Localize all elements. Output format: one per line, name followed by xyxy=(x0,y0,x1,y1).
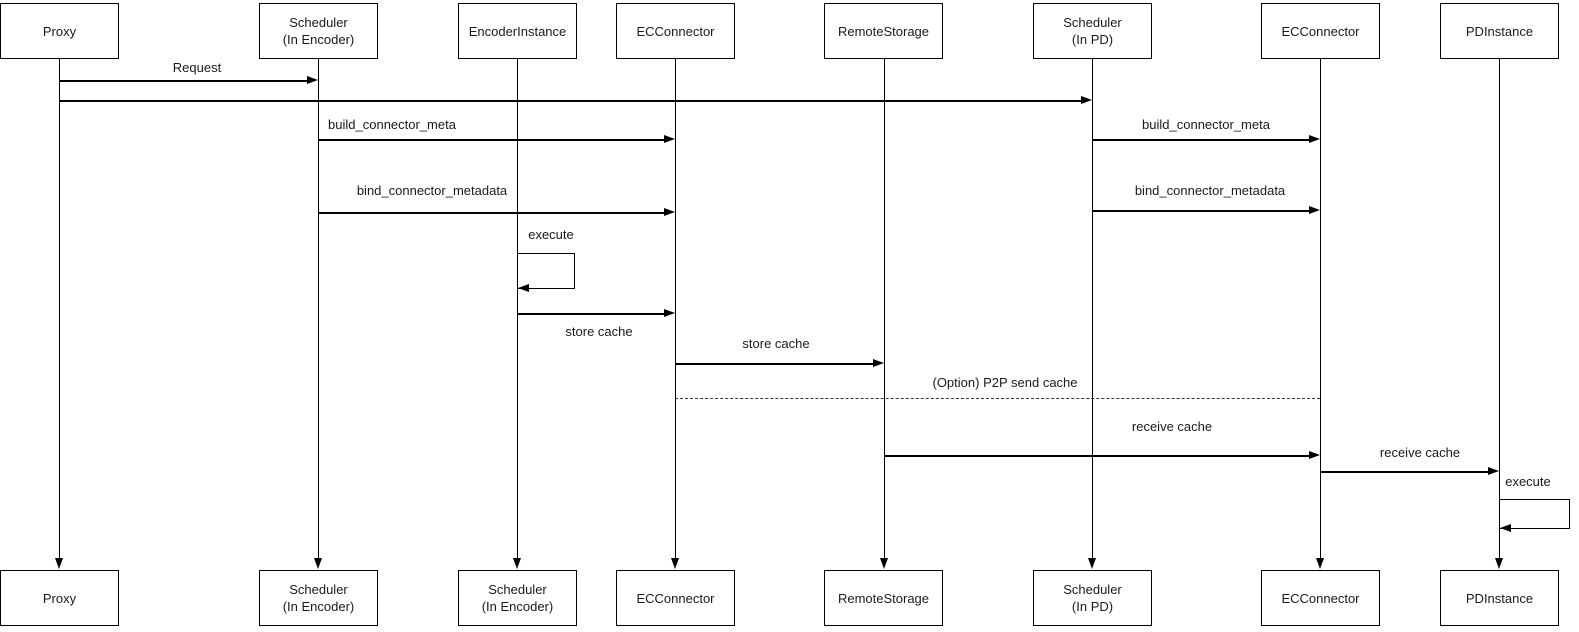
message-line xyxy=(318,212,666,214)
message-label: bind_connector_metadata xyxy=(1132,183,1288,198)
message-line xyxy=(318,139,666,141)
message-line-dashed xyxy=(675,398,1320,399)
actor-top-ecconnector-pd: ECConnector xyxy=(1261,3,1380,59)
arrowhead-right-icon xyxy=(664,135,675,143)
self-loop-line xyxy=(1500,499,1570,529)
self-loop-line xyxy=(518,253,575,289)
actor-bottom-remote-storage: RemoteStorage xyxy=(824,570,943,626)
message-label: bind_connector_metadata xyxy=(354,183,510,198)
message-label: store cache xyxy=(563,324,635,339)
lifeline-scheduler-encoder xyxy=(318,59,319,560)
lifeline-ecconnector-enc xyxy=(675,59,676,560)
actor-bottom-pd-instance: PDInstance xyxy=(1440,570,1559,626)
actor-top-pd-instance: PDInstance xyxy=(1440,3,1559,59)
message-label: build_connector_meta xyxy=(1140,117,1272,132)
lifeline-end-arrow-icon xyxy=(513,558,521,569)
lifeline-scheduler-pd xyxy=(1092,59,1093,560)
actor-top-scheduler-pd: Scheduler (In PD) xyxy=(1033,3,1152,59)
actor-top-ecconnector-enc: ECConnector xyxy=(616,3,735,59)
lifeline-proxy xyxy=(59,59,60,560)
arrowhead-right-icon xyxy=(664,208,675,216)
lifeline-end-arrow-icon xyxy=(314,558,322,569)
message-label: Request xyxy=(170,60,224,75)
lifeline-end-arrow-icon xyxy=(880,558,888,569)
lifeline-remote-storage xyxy=(884,59,885,560)
message-line xyxy=(59,80,309,82)
message-line xyxy=(675,363,875,365)
message-label: receive cache xyxy=(1377,445,1463,460)
arrowhead-right-icon xyxy=(873,359,884,367)
actor-bottom-ecconnector-pd: ECConnector xyxy=(1261,570,1380,626)
actor-bottom-ecconnector-enc: ECConnector xyxy=(616,570,735,626)
actor-top-remote-storage: RemoteStorage xyxy=(824,3,943,59)
message-label: receive cache xyxy=(1129,419,1215,434)
message-label: (Option) P2P send cache xyxy=(930,375,1080,390)
lifeline-end-arrow-icon xyxy=(671,558,679,569)
message-line xyxy=(517,313,666,315)
arrowhead-right-icon xyxy=(1309,451,1320,459)
arrowhead-left-icon xyxy=(1500,524,1511,532)
message-label: build_connector_meta xyxy=(326,117,458,132)
arrowhead-right-icon xyxy=(664,309,675,317)
actor-bottom-scheduler-encoder: Scheduler (In Encoder) xyxy=(259,570,378,626)
actor-top-proxy: Proxy xyxy=(0,3,119,59)
message-label: execute xyxy=(526,227,576,242)
message-line xyxy=(59,100,1083,102)
arrowhead-left-icon xyxy=(518,284,529,292)
message-line xyxy=(1092,139,1311,141)
lifeline-encoder-instance xyxy=(517,59,518,560)
message-line xyxy=(1320,471,1490,473)
actor-top-scheduler-encoder: Scheduler (In Encoder) xyxy=(259,3,378,59)
arrowhead-right-icon xyxy=(1081,96,1092,104)
message-line xyxy=(884,455,1311,457)
arrowhead-right-icon xyxy=(1488,467,1499,475)
actor-bottom-encoder-instance: Scheduler (In Encoder) xyxy=(458,570,577,626)
arrowhead-right-icon xyxy=(1309,135,1320,143)
arrowhead-right-icon xyxy=(307,76,318,84)
message-line xyxy=(1092,210,1311,212)
lifeline-ecconnector-pd xyxy=(1320,59,1321,560)
actor-bottom-scheduler-pd: Scheduler (In PD) xyxy=(1033,570,1152,626)
actor-bottom-proxy: Proxy xyxy=(0,570,119,626)
arrowhead-right-icon xyxy=(1309,206,1320,214)
lifeline-end-arrow-icon xyxy=(1495,558,1503,569)
lifeline-end-arrow-icon xyxy=(1316,558,1324,569)
lifeline-pd-instance xyxy=(1499,59,1500,560)
lifeline-end-arrow-icon xyxy=(1088,558,1096,569)
message-label: store cache xyxy=(740,336,812,351)
actor-top-encoder-instance: EncoderInstance xyxy=(458,3,577,59)
lifeline-end-arrow-icon xyxy=(55,558,63,569)
message-label: execute xyxy=(1503,474,1553,489)
